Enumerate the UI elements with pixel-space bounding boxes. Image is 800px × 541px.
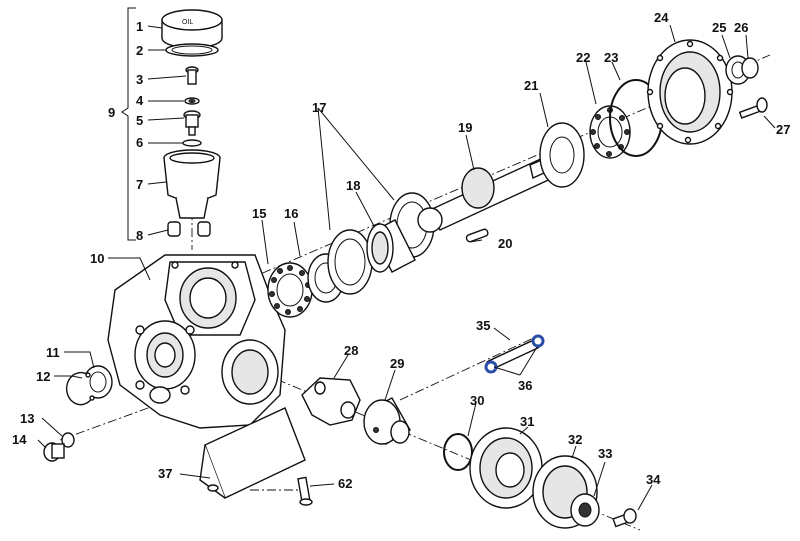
piston-part-29 <box>363 397 411 445</box>
seal-part-26 <box>741 57 759 79</box>
label-9: 9 <box>108 105 115 120</box>
label-24: 24 <box>654 10 669 25</box>
label-6: 6 <box>136 135 143 150</box>
label-11: 11 <box>46 345 60 360</box>
label-27: 27 <box>776 122 790 137</box>
label-29: 29 <box>390 356 404 371</box>
label-26: 26 <box>734 20 748 35</box>
part-labels: 1 2 3 4 5 6 7 8 9 10 11 12 13 14 15 16 1… <box>12 10 790 491</box>
screw-part-34 <box>612 508 637 528</box>
washer-part-13 <box>61 432 75 448</box>
screw-part-27 <box>738 97 768 119</box>
key-part-20 <box>465 228 489 243</box>
label-13: 13 <box>20 411 34 426</box>
reservoir-part-7 <box>163 149 221 219</box>
base-bracket-part-37 <box>199 407 306 499</box>
bearing-part-15 <box>267 262 313 318</box>
label-25: 25 <box>712 20 726 35</box>
label-35: 35 <box>476 318 490 333</box>
oring-part-30 <box>443 433 473 471</box>
seal-part-6 <box>182 139 202 147</box>
label-4: 4 <box>136 93 144 108</box>
needle-bearing-part-18 <box>366 219 416 273</box>
label-19: 19 <box>458 120 472 135</box>
oil-cap-part-1: OIL <box>161 9 223 49</box>
oring-part-2 <box>165 43 219 57</box>
leader-lines <box>37 24 776 511</box>
breather-part-5 <box>183 110 201 136</box>
label-34: 34 <box>646 472 661 487</box>
label-18: 18 <box>346 178 360 193</box>
label-31: 31 <box>520 414 534 429</box>
label-3: 3 <box>136 72 143 87</box>
label-20: 20 <box>498 236 512 251</box>
label-12: 12 <box>36 369 50 384</box>
label-30: 30 <box>470 393 484 408</box>
diaphragm-part-31 <box>469 427 543 509</box>
ring-part-21 <box>539 122 585 188</box>
label-14: 14 <box>12 432 27 447</box>
label-36: 36 <box>518 378 532 393</box>
label-15: 15 <box>252 206 266 221</box>
label-28: 28 <box>344 343 358 358</box>
screw-part-3 <box>185 66 199 85</box>
label-22: 22 <box>576 50 590 65</box>
label-33: 33 <box>598 446 612 461</box>
housing-part-24 <box>646 39 734 145</box>
label-7: 7 <box>136 177 143 192</box>
fitting-part-8 <box>167 221 211 237</box>
ring-part-17a <box>327 229 373 295</box>
bearing-part-22 <box>589 105 631 159</box>
label-17: 17 <box>312 100 326 115</box>
label-10: 10 <box>90 251 104 266</box>
crankshaft-part-19 <box>417 149 574 233</box>
label-16: 16 <box>284 206 298 221</box>
oil-cap-text: OIL <box>182 19 193 26</box>
label-2: 2 <box>136 43 143 58</box>
label-1: 1 <box>136 19 143 34</box>
label-23: 23 <box>604 50 618 65</box>
pump-body-part-10 <box>107 254 286 429</box>
circlip-part-12 <box>66 371 95 406</box>
label-32: 32 <box>568 432 582 447</box>
bracket-9 <box>121 7 136 241</box>
label-5: 5 <box>136 113 143 128</box>
bracket-part-28 <box>301 377 361 426</box>
label-62: 62 <box>338 476 352 491</box>
label-8: 8 <box>136 228 143 243</box>
label-21: 21 <box>524 78 538 93</box>
screw-part-62 <box>297 476 313 506</box>
oring-part-36 <box>484 334 545 374</box>
valve-part-33 <box>570 493 600 527</box>
washer-part-4 <box>184 97 200 105</box>
label-37: 37 <box>158 466 172 481</box>
plug-part-14 <box>43 442 65 462</box>
